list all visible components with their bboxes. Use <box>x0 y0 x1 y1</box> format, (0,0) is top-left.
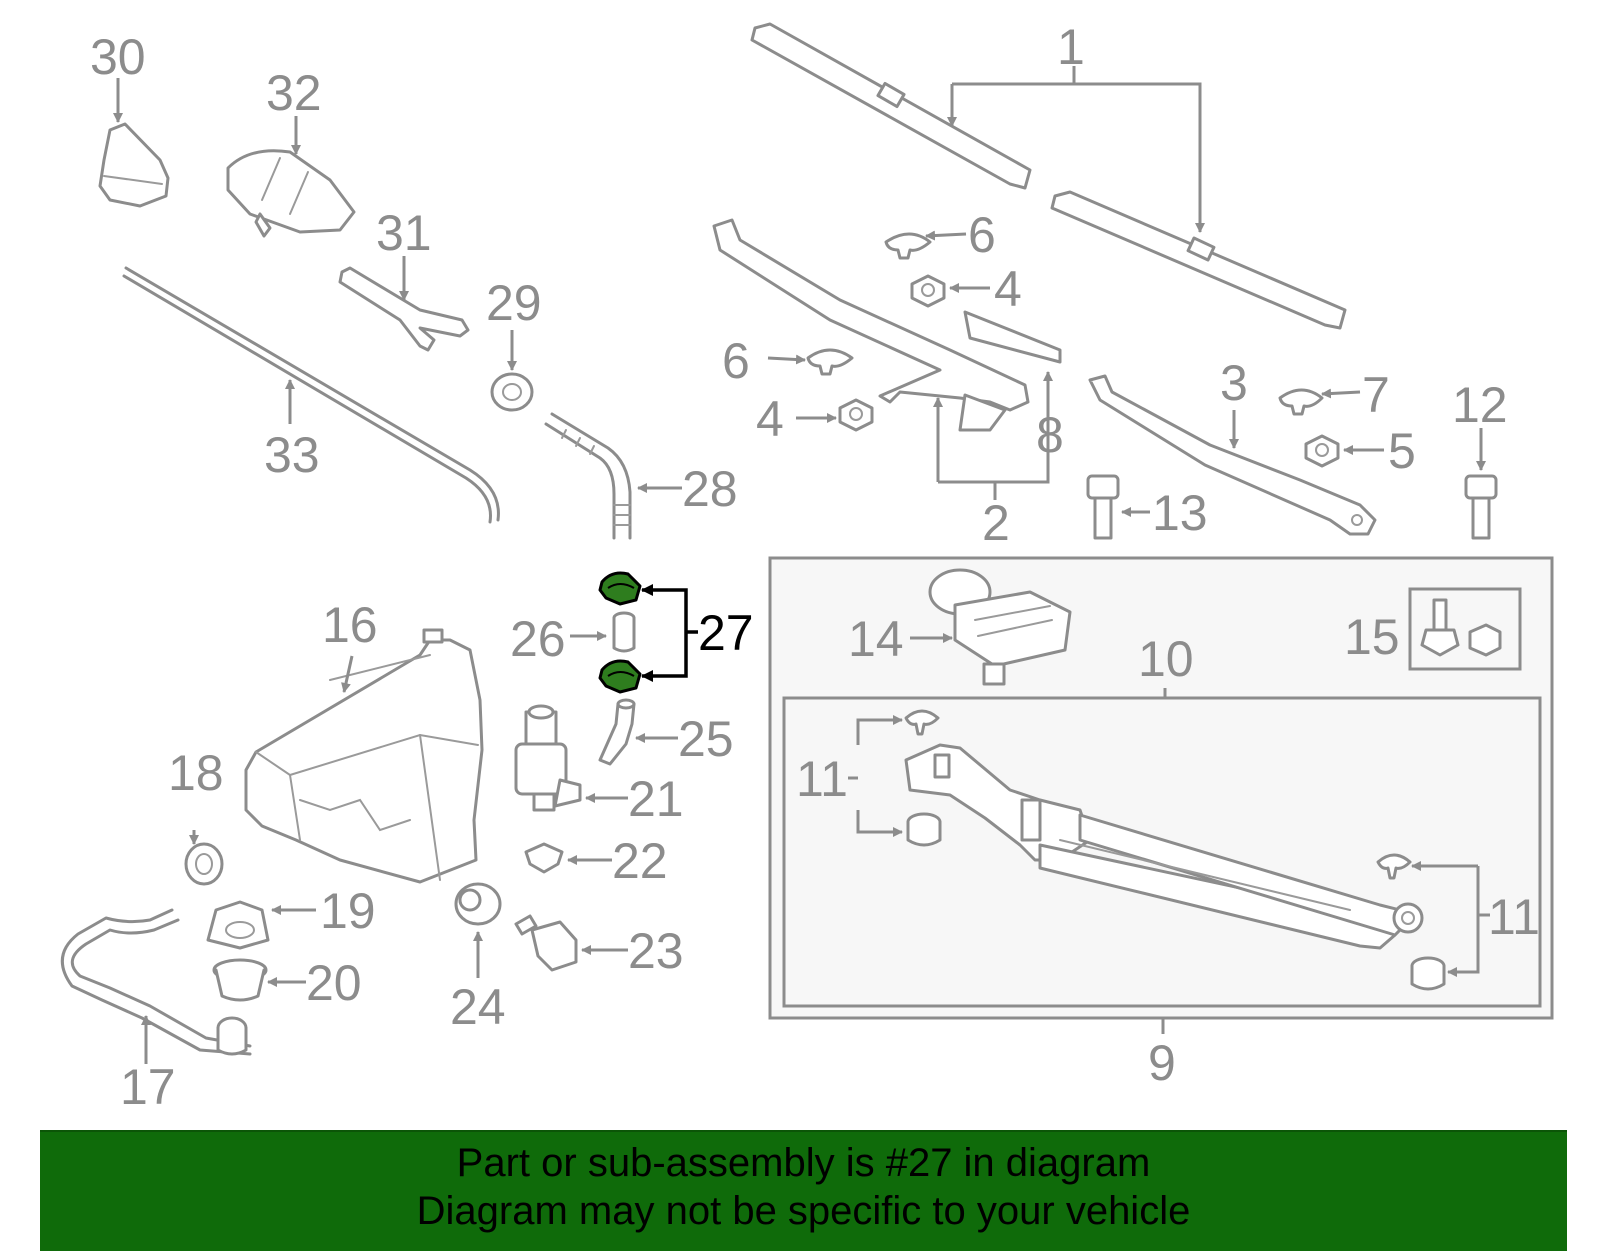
callout-13: 13 <box>1152 485 1208 541</box>
callout-29: 29 <box>486 275 542 331</box>
callout-24: 24 <box>450 979 506 1035</box>
hardware-box-15 <box>1408 587 1522 671</box>
bolt-12 <box>1464 474 1498 540</box>
callout-26: 26 <box>510 611 566 667</box>
banner-line-1: Part or sub-assembly is #27 in diagram <box>456 1141 1151 1185</box>
wiper-blade-right <box>1050 190 1347 330</box>
cap-7 <box>1278 388 1324 416</box>
callout-2: 2 <box>982 495 1010 551</box>
callout-11-right: 11 <box>1488 889 1540 945</box>
bolt-13 <box>1086 474 1120 540</box>
wiper-blade-left <box>750 22 1032 190</box>
linkage-box-10 <box>782 696 1542 1008</box>
callout-3: 3 <box>1220 355 1248 411</box>
callout-1: 1 <box>1057 19 1085 75</box>
wiper-motor-14 <box>928 568 1072 686</box>
filler-cap-19 <box>206 900 270 950</box>
callout-17: 17 <box>120 1059 176 1115</box>
callout-16: 16 <box>322 597 378 653</box>
filler-neck-17 <box>60 908 252 1056</box>
filler-seal-20 <box>212 958 268 1002</box>
callout-32: 32 <box>266 65 322 121</box>
callout-27: 27 <box>698 605 754 661</box>
nut-4-mid <box>838 398 874 432</box>
nut-15 <box>1468 623 1502 657</box>
hose-28 <box>544 412 632 540</box>
wiper-linkage <box>904 743 1424 950</box>
callout-28: 28 <box>682 461 738 517</box>
banner-line-2: Diagram may not be specific to your vehi… <box>416 1189 1191 1233</box>
info-banner: Part or sub-assembly is #27 in diagram D… <box>40 1130 1567 1251</box>
callout-12: 12 <box>1452 377 1508 433</box>
parts-diagram: 1 2 8 3 6 4 6 4 7 <box>60 19 1554 1115</box>
callout-18: 18 <box>168 745 224 801</box>
level-sensor-23 <box>514 914 578 972</box>
grommet-29 <box>490 372 534 412</box>
grommet-24 <box>454 882 502 926</box>
cap-6-mid <box>806 348 854 376</box>
callout-5: 5 <box>1388 423 1416 479</box>
callout-6-mid: 6 <box>722 333 750 389</box>
cover-30 <box>98 122 170 208</box>
callout-9: 9 <box>1148 1035 1176 1091</box>
assembly-box-9 <box>768 556 1554 1020</box>
cap-6-top <box>884 232 932 260</box>
callout-6-top: 6 <box>968 207 996 263</box>
washer-pump-21 <box>514 704 582 812</box>
hose-31 <box>338 266 470 352</box>
callout-4-mid: 4 <box>756 391 784 447</box>
nut-5 <box>1304 434 1340 468</box>
callout-7: 7 <box>1362 367 1390 423</box>
callout-10: 10 <box>1138 631 1194 687</box>
elbow-25 <box>598 698 636 766</box>
seal-33 <box>122 266 500 524</box>
bolt-15 <box>1420 598 1460 657</box>
nut-4-top <box>910 274 946 308</box>
grommet-11-b <box>906 812 942 847</box>
cover-32 <box>226 149 356 238</box>
callout-33: 33 <box>264 427 320 483</box>
highlighted-part-27-lower[interactable] <box>598 659 642 694</box>
washer-reservoir-16 <box>244 628 484 884</box>
callout-15: 15 <box>1344 609 1400 665</box>
nut-22 <box>524 842 564 874</box>
callout-14: 14 <box>848 611 904 667</box>
callout-19: 19 <box>320 883 376 939</box>
wiper-arm-left <box>712 218 1062 432</box>
callout-23: 23 <box>628 923 684 979</box>
grommet-11-c <box>1376 853 1412 880</box>
callout-4-top: 4 <box>994 261 1022 317</box>
highlighted-part-27-upper[interactable] <box>598 571 642 606</box>
callout-11-left: 11 <box>796 751 848 807</box>
callout-21: 21 <box>628 771 684 827</box>
grommet-11-d <box>1410 956 1446 991</box>
callout-20: 20 <box>306 955 362 1011</box>
connector-26 <box>612 611 636 653</box>
callout-8: 8 <box>1036 407 1064 463</box>
callout-31: 31 <box>376 205 432 261</box>
callout-25: 25 <box>678 711 734 767</box>
grommet-11-a <box>904 709 940 736</box>
callout-22: 22 <box>612 833 668 889</box>
wiper-arm-right <box>1088 374 1377 536</box>
callout-30: 30 <box>90 29 146 85</box>
grommet-18 <box>184 842 224 886</box>
